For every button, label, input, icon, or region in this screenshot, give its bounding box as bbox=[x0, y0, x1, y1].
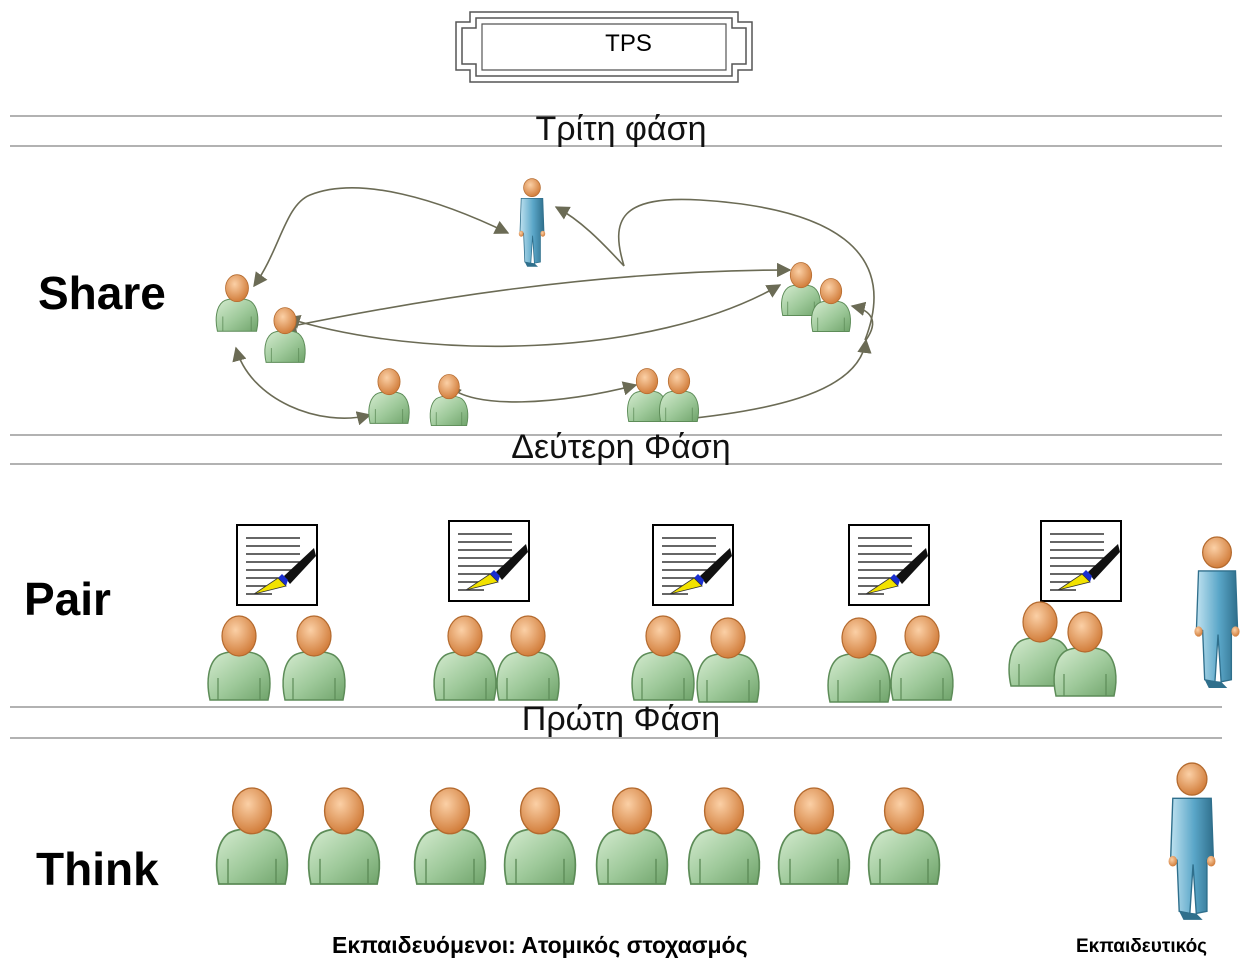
teacher-icon bbox=[1193, 536, 1241, 689]
person-icon bbox=[595, 786, 669, 886]
arrow-icon bbox=[285, 284, 782, 348]
person-icon bbox=[264, 307, 306, 363]
teacher-icon bbox=[1167, 762, 1217, 921]
document-pen-icon bbox=[848, 524, 930, 606]
title-frame bbox=[455, 11, 753, 83]
arrow-icon bbox=[253, 187, 510, 288]
phase-rules bbox=[10, 115, 1222, 739]
document-pen-icon bbox=[236, 524, 318, 606]
arrow-icon bbox=[554, 206, 625, 267]
person-icon bbox=[307, 786, 381, 886]
pair-group bbox=[207, 520, 1241, 703]
arrow-icon bbox=[617, 198, 875, 341]
person-icon bbox=[433, 615, 497, 701]
person-icon bbox=[496, 615, 560, 701]
person-icon bbox=[368, 368, 410, 424]
phase-first-label: Πρώτη Φάση bbox=[521, 700, 721, 738]
document-pen-icon bbox=[652, 524, 734, 606]
person-icon bbox=[215, 786, 289, 886]
person-icon bbox=[207, 615, 271, 701]
think-group bbox=[215, 762, 1217, 921]
person-icon bbox=[282, 615, 346, 701]
stage-think-label: Think bbox=[36, 843, 159, 895]
person-icon bbox=[413, 786, 487, 886]
learners-caption: Εκπαιδευόμενοι: Ατομικός στοχασμός bbox=[332, 932, 748, 958]
arrow-icon bbox=[675, 338, 872, 421]
phase-second-label: Δεύτερη Φάση bbox=[511, 428, 731, 466]
arrow-icon bbox=[447, 381, 638, 403]
document-pen-icon bbox=[1040, 520, 1122, 602]
person-icon bbox=[777, 786, 851, 886]
phase-third-label: Τρίτη φάση bbox=[535, 110, 707, 148]
person-icon bbox=[687, 786, 761, 886]
person-icon bbox=[1053, 611, 1117, 697]
arrow-icon bbox=[281, 262, 792, 333]
person-icon bbox=[696, 617, 760, 703]
person-icon bbox=[215, 274, 259, 332]
person-icon bbox=[429, 373, 469, 427]
arrow-icon bbox=[232, 346, 372, 426]
diagram-title: TPS bbox=[605, 30, 652, 57]
teacher-caption: Εκπαιδευτικός bbox=[1076, 936, 1208, 957]
person-icon bbox=[658, 367, 700, 423]
document-pen-icon bbox=[448, 520, 530, 602]
person-icon bbox=[890, 615, 954, 701]
teacher-icon bbox=[518, 178, 546, 268]
person-icon bbox=[810, 277, 852, 333]
share-arrows bbox=[232, 187, 875, 426]
stage-pair-label: Pair bbox=[24, 573, 111, 625]
share-group bbox=[215, 178, 852, 427]
person-icon bbox=[503, 786, 577, 886]
arrow-icon bbox=[850, 301, 874, 341]
stage-share-label: Share bbox=[38, 267, 166, 319]
person-icon bbox=[867, 786, 941, 886]
person-icon bbox=[827, 617, 891, 703]
person-icon bbox=[631, 615, 695, 701]
